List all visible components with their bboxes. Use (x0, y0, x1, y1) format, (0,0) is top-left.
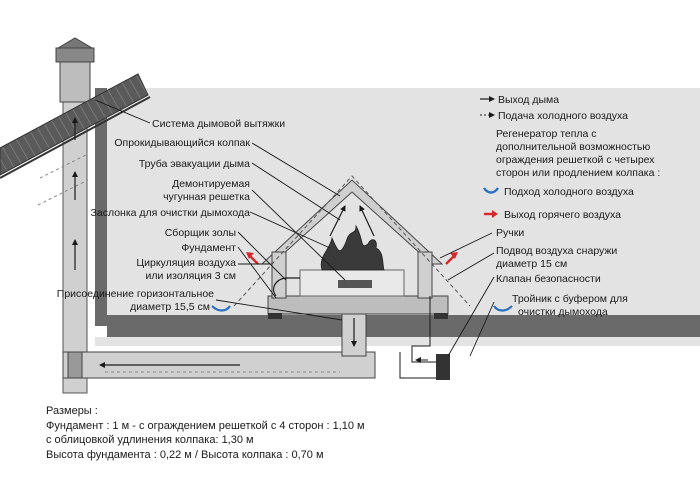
chimney-hat (56, 37, 94, 49)
label-damper: Заслонка для очистки дымохода (91, 207, 251, 219)
flame-icon (320, 224, 385, 271)
hood-wall-left (271, 251, 287, 299)
regenerator-outline (233, 175, 471, 307)
legend-hot-air-out: Выход горячего воздуха (504, 209, 621, 221)
chimney-cap (55, 47, 95, 63)
dimensions-line-2: с облицовкой удлинения колпака: 1,30 м (46, 434, 254, 446)
cleaning-tee (67, 351, 83, 379)
label-outside-air-2: диаметр 15 см (496, 258, 567, 270)
roof-dash-1 (39, 153, 89, 179)
label-horizontal-2: диаметр 15,5 см (130, 301, 210, 313)
label-ash-collector: Сборщик золы (165, 227, 236, 239)
floor-slab (95, 315, 700, 337)
exterior-wall-base (0, 326, 107, 337)
label-grate-2: чугунная решетка (163, 191, 250, 203)
label-air-circ-2: или изоляция 3 см (146, 270, 236, 282)
hot-air-arrow-right-head (450, 252, 458, 259)
legend-cold-air-in: Подход холодного воздуха (504, 186, 634, 198)
cast-iron-grate (338, 280, 372, 288)
legend-hot-air-head (492, 210, 498, 218)
hood-smoke-arrow-2 (359, 205, 375, 237)
label-smoke-system: Система дымовой вытяжки (152, 118, 285, 130)
label-horizontal-1: Присоединение горизонтальное (57, 288, 214, 300)
ash-collector (273, 277, 300, 297)
legend-regen-3: ограждения решеткой с четырех (496, 154, 655, 166)
cold-air-arrow-left (211, 305, 231, 312)
dimensions-line-1: Фундамент : 1 м - с ограждением решеткой… (46, 420, 365, 432)
safety-valve (436, 354, 450, 380)
label-tee-1: Тройник с буфером для (512, 293, 628, 305)
hood-smoke-arrow-1 (329, 205, 346, 237)
label-tee-2: очистки дымохода (518, 306, 608, 318)
label-safety-valve: Клапан безопасности (496, 273, 601, 285)
label-smoke-pipe: Труба эвакуации дыма (139, 158, 250, 170)
legend-regen-1: Регенератор тепла с (496, 128, 597, 140)
hot-air-arrow-left-head (246, 252, 254, 259)
chimney-stack (59, 61, 91, 103)
legend-regen-4: сторон или продлением колпака : (496, 167, 660, 179)
label-foundation: Фундамент (181, 242, 236, 254)
label-air-circ-1: Циркуляция воздуха (136, 257, 236, 269)
dimensions-title: Размеры : (46, 405, 98, 417)
exterior-wall (95, 88, 107, 337)
leader-lines-right (439, 232, 495, 357)
label-grate-1: Демонтируемая (172, 178, 250, 190)
leader-lines (94, 99, 346, 321)
legend-cold-in: Подача холодного воздуха (498, 110, 628, 122)
legend-smoke-out: Выход дыма (498, 94, 559, 106)
roof (0, 73, 149, 176)
hot-air-arrow-left (249, 255, 259, 265)
outside-air-duct (399, 296, 449, 379)
fireplace-foundation (267, 295, 449, 315)
hot-air-arrow-right (445, 255, 455, 265)
cold-air-arrow-right (493, 305, 513, 312)
label-tilting-hood: Опрокидывающийся колпак (114, 137, 250, 149)
label-outside-air-1: Подвод воздуха снаружи (496, 245, 617, 257)
foundation-foot-right (434, 313, 448, 319)
dimensions-line-3: Высота фундамента : 0,22 м / Высота колп… (46, 449, 324, 461)
hood-wall-right (417, 251, 433, 299)
foundation-foot-left (268, 313, 282, 319)
legend-cold-air-icon (483, 187, 499, 194)
legend-regen-2: дополнительной возможностью (496, 141, 650, 153)
label-handles: Ручки (496, 227, 524, 239)
